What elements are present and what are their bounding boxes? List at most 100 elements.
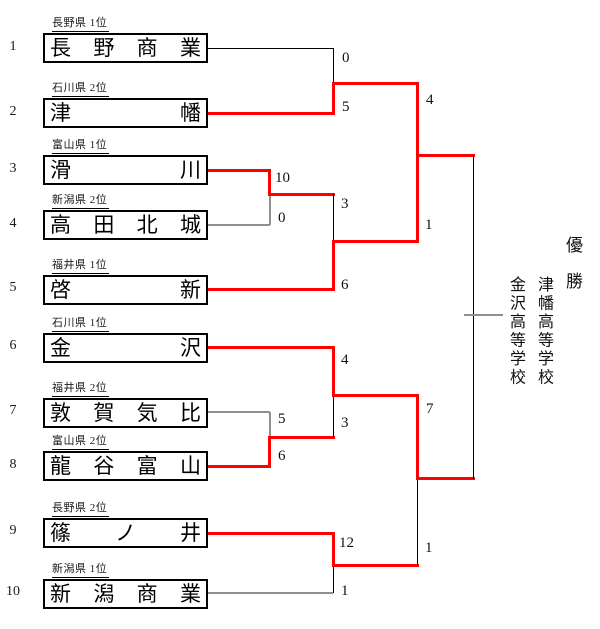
team-name: 啓新 (45, 277, 206, 303)
champion-title: 優勝 (563, 236, 582, 308)
seed-number-7: 7 (9, 403, 17, 418)
bracket-line-winner (416, 477, 475, 480)
bracket-line (473, 155, 474, 479)
score-r1a-top: 10 (275, 170, 290, 186)
seed-number-9: 9 (9, 523, 17, 538)
score-r1b-top: 5 (278, 411, 286, 427)
team-name: 滑川 (45, 157, 206, 183)
score-qf1-top: 0 (342, 50, 350, 66)
team-name-char: 谷 (93, 454, 115, 478)
seed-number-8: 8 (9, 457, 17, 472)
bracket-line (208, 411, 270, 413)
team-name: 津幡 (45, 100, 206, 126)
bracket-line-winner (208, 112, 335, 115)
seed-number-10: 10 (6, 584, 20, 599)
team-name-char: 業 (179, 582, 201, 606)
team-name-char: 龍 (50, 454, 71, 478)
team-name-char: 川 (180, 158, 201, 182)
bracket-line-winner (332, 240, 335, 291)
bracket-line-winner (416, 394, 419, 480)
champion-school-kanazawa: 金沢高等学校 (507, 276, 524, 387)
seed-number-4: 4 (9, 216, 17, 231)
team-name-char: 金 (50, 336, 71, 360)
bracket-line-winner (332, 346, 335, 397)
team-box-tsubata: 津幡 (43, 98, 208, 128)
team-box-nagano-shogyo: 長野商業 (43, 33, 208, 63)
score-sf1-top: 4 (426, 92, 434, 108)
score-sf2-top: 7 (426, 401, 434, 417)
team-box-takada-kitashiro: 高田北城 (43, 210, 208, 240)
seed-number-2: 2 (9, 104, 17, 119)
bracket-line (269, 194, 271, 225)
team-name-char: 業 (179, 36, 201, 60)
team-name-char: 富 (136, 454, 158, 478)
bracket-line-winner (416, 154, 475, 157)
bracket-line (208, 224, 270, 226)
bracket-line (333, 565, 334, 593)
bracket-line (333, 194, 334, 241)
score-qf3-top: 4 (341, 352, 349, 368)
qualifier-label-2: 石川県 2位 (52, 81, 110, 97)
team-box-tsuruga-kehi: 敦賀気比 (43, 398, 208, 428)
bracket-line-winner (332, 82, 335, 115)
score-qf4-bottom: 1 (341, 583, 349, 599)
team-name-char: 沢 (180, 336, 201, 360)
team-name-char: 潟 (93, 582, 115, 606)
bracket-line (464, 314, 503, 316)
team-name: 金沢 (45, 335, 206, 361)
team-name-char: 啓 (50, 278, 71, 302)
seed-number-3: 3 (9, 161, 17, 176)
team-name: 敦賀気比 (45, 400, 206, 426)
bracket-line-winner (268, 169, 271, 196)
bracket-line-winner (332, 240, 419, 243)
qualifier-label-8: 富山県 2位 (52, 434, 110, 450)
team-box-shinonoi: 篠ノ井 (43, 518, 208, 548)
qualifier-label-4: 新潟県 2位 (52, 193, 110, 209)
score-qf4-top: 12 (339, 535, 354, 551)
team-box-kanazawa: 金沢 (43, 333, 208, 363)
team-name-char: ノ (115, 521, 136, 545)
bracket-line-winner (208, 169, 271, 172)
bracket-line-winner (332, 564, 419, 567)
bracket-line-winner (416, 82, 419, 243)
bracket-line-winner (208, 465, 271, 468)
bracket-line (333, 48, 334, 83)
qualifier-label-7: 福井県 2位 (52, 381, 110, 397)
seed-number-5: 5 (9, 280, 17, 295)
team-name-char: 賀 (93, 401, 115, 425)
team-name-char: 敦 (50, 401, 71, 425)
qualifier-label-6: 石川県 1位 (52, 316, 110, 332)
bracket-line-winner (208, 532, 335, 535)
bracket-line (208, 48, 333, 49)
team-box-keishin: 啓新 (43, 275, 208, 305)
team-name-char: 長 (50, 36, 71, 60)
team-name-char: 北 (136, 213, 158, 237)
score-qf2-bottom: 6 (341, 277, 349, 293)
qualifier-label-1: 長野県 1位 (52, 16, 110, 32)
score-sf2-bottom: 1 (425, 540, 433, 556)
team-name: 高田北城 (45, 212, 206, 238)
team-name-char: 新 (50, 582, 71, 606)
team-name: 新潟商業 (45, 581, 206, 607)
qualifier-label-10: 新潟県 1位 (52, 562, 110, 578)
bracket-line-winner (332, 532, 335, 567)
team-name-char: 気 (136, 401, 158, 425)
bracket-line-winner (268, 436, 335, 439)
bracket-line (417, 478, 418, 565)
score-qf1-bottom: 5 (342, 99, 350, 115)
team-name-char: 幡 (180, 101, 201, 125)
bracket-line (333, 395, 334, 437)
team-name: 篠ノ井 (45, 520, 206, 546)
bracket-line (269, 412, 271, 437)
team-name: 長野商業 (45, 35, 206, 61)
score-sf1-bottom: 1 (425, 217, 433, 233)
team-name-char: 滑 (50, 158, 71, 182)
bracket-line-winner (332, 82, 419, 85)
team-box-niigata-shogyo: 新潟商業 (43, 579, 208, 609)
team-name-char: 高 (50, 213, 71, 237)
team-name-char: 篠 (50, 521, 71, 545)
bracket-line-winner (268, 436, 271, 467)
team-name-char: 城 (179, 213, 201, 237)
score-qf3-bottom: 3 (341, 415, 349, 431)
